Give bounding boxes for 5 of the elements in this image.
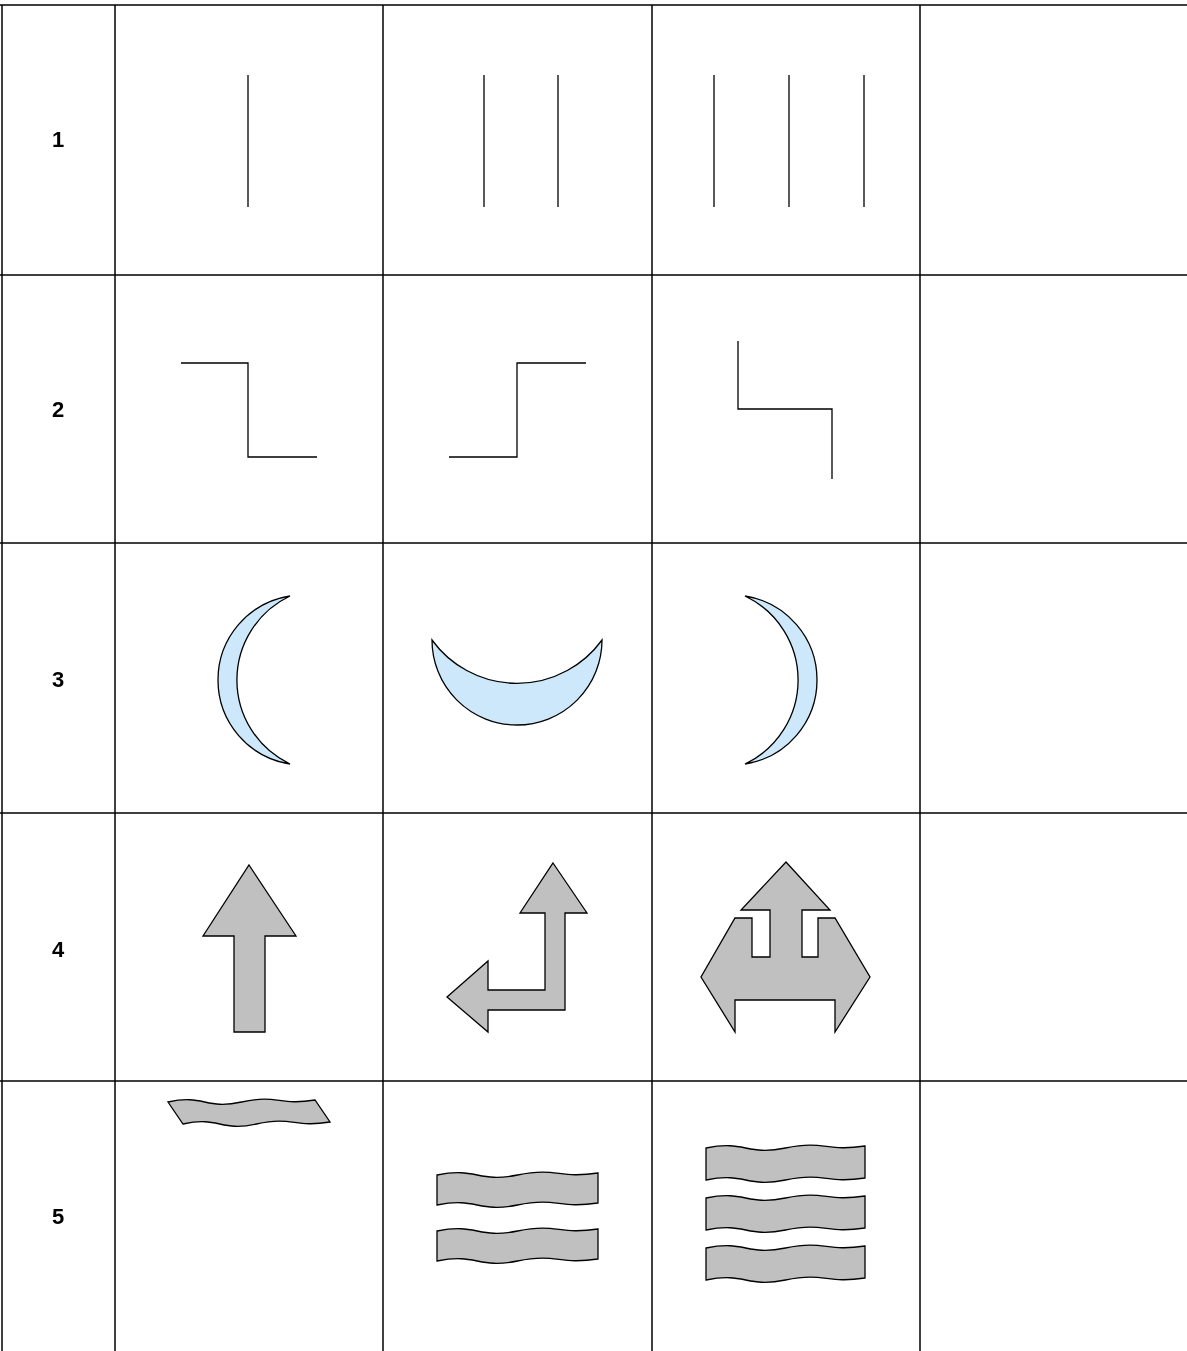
row-number: 3 xyxy=(52,667,65,693)
row-number: 1 xyxy=(52,127,65,153)
row-number: 5 xyxy=(52,1204,65,1230)
row-number: 2 xyxy=(52,397,65,423)
row-number: 4 xyxy=(52,937,65,963)
